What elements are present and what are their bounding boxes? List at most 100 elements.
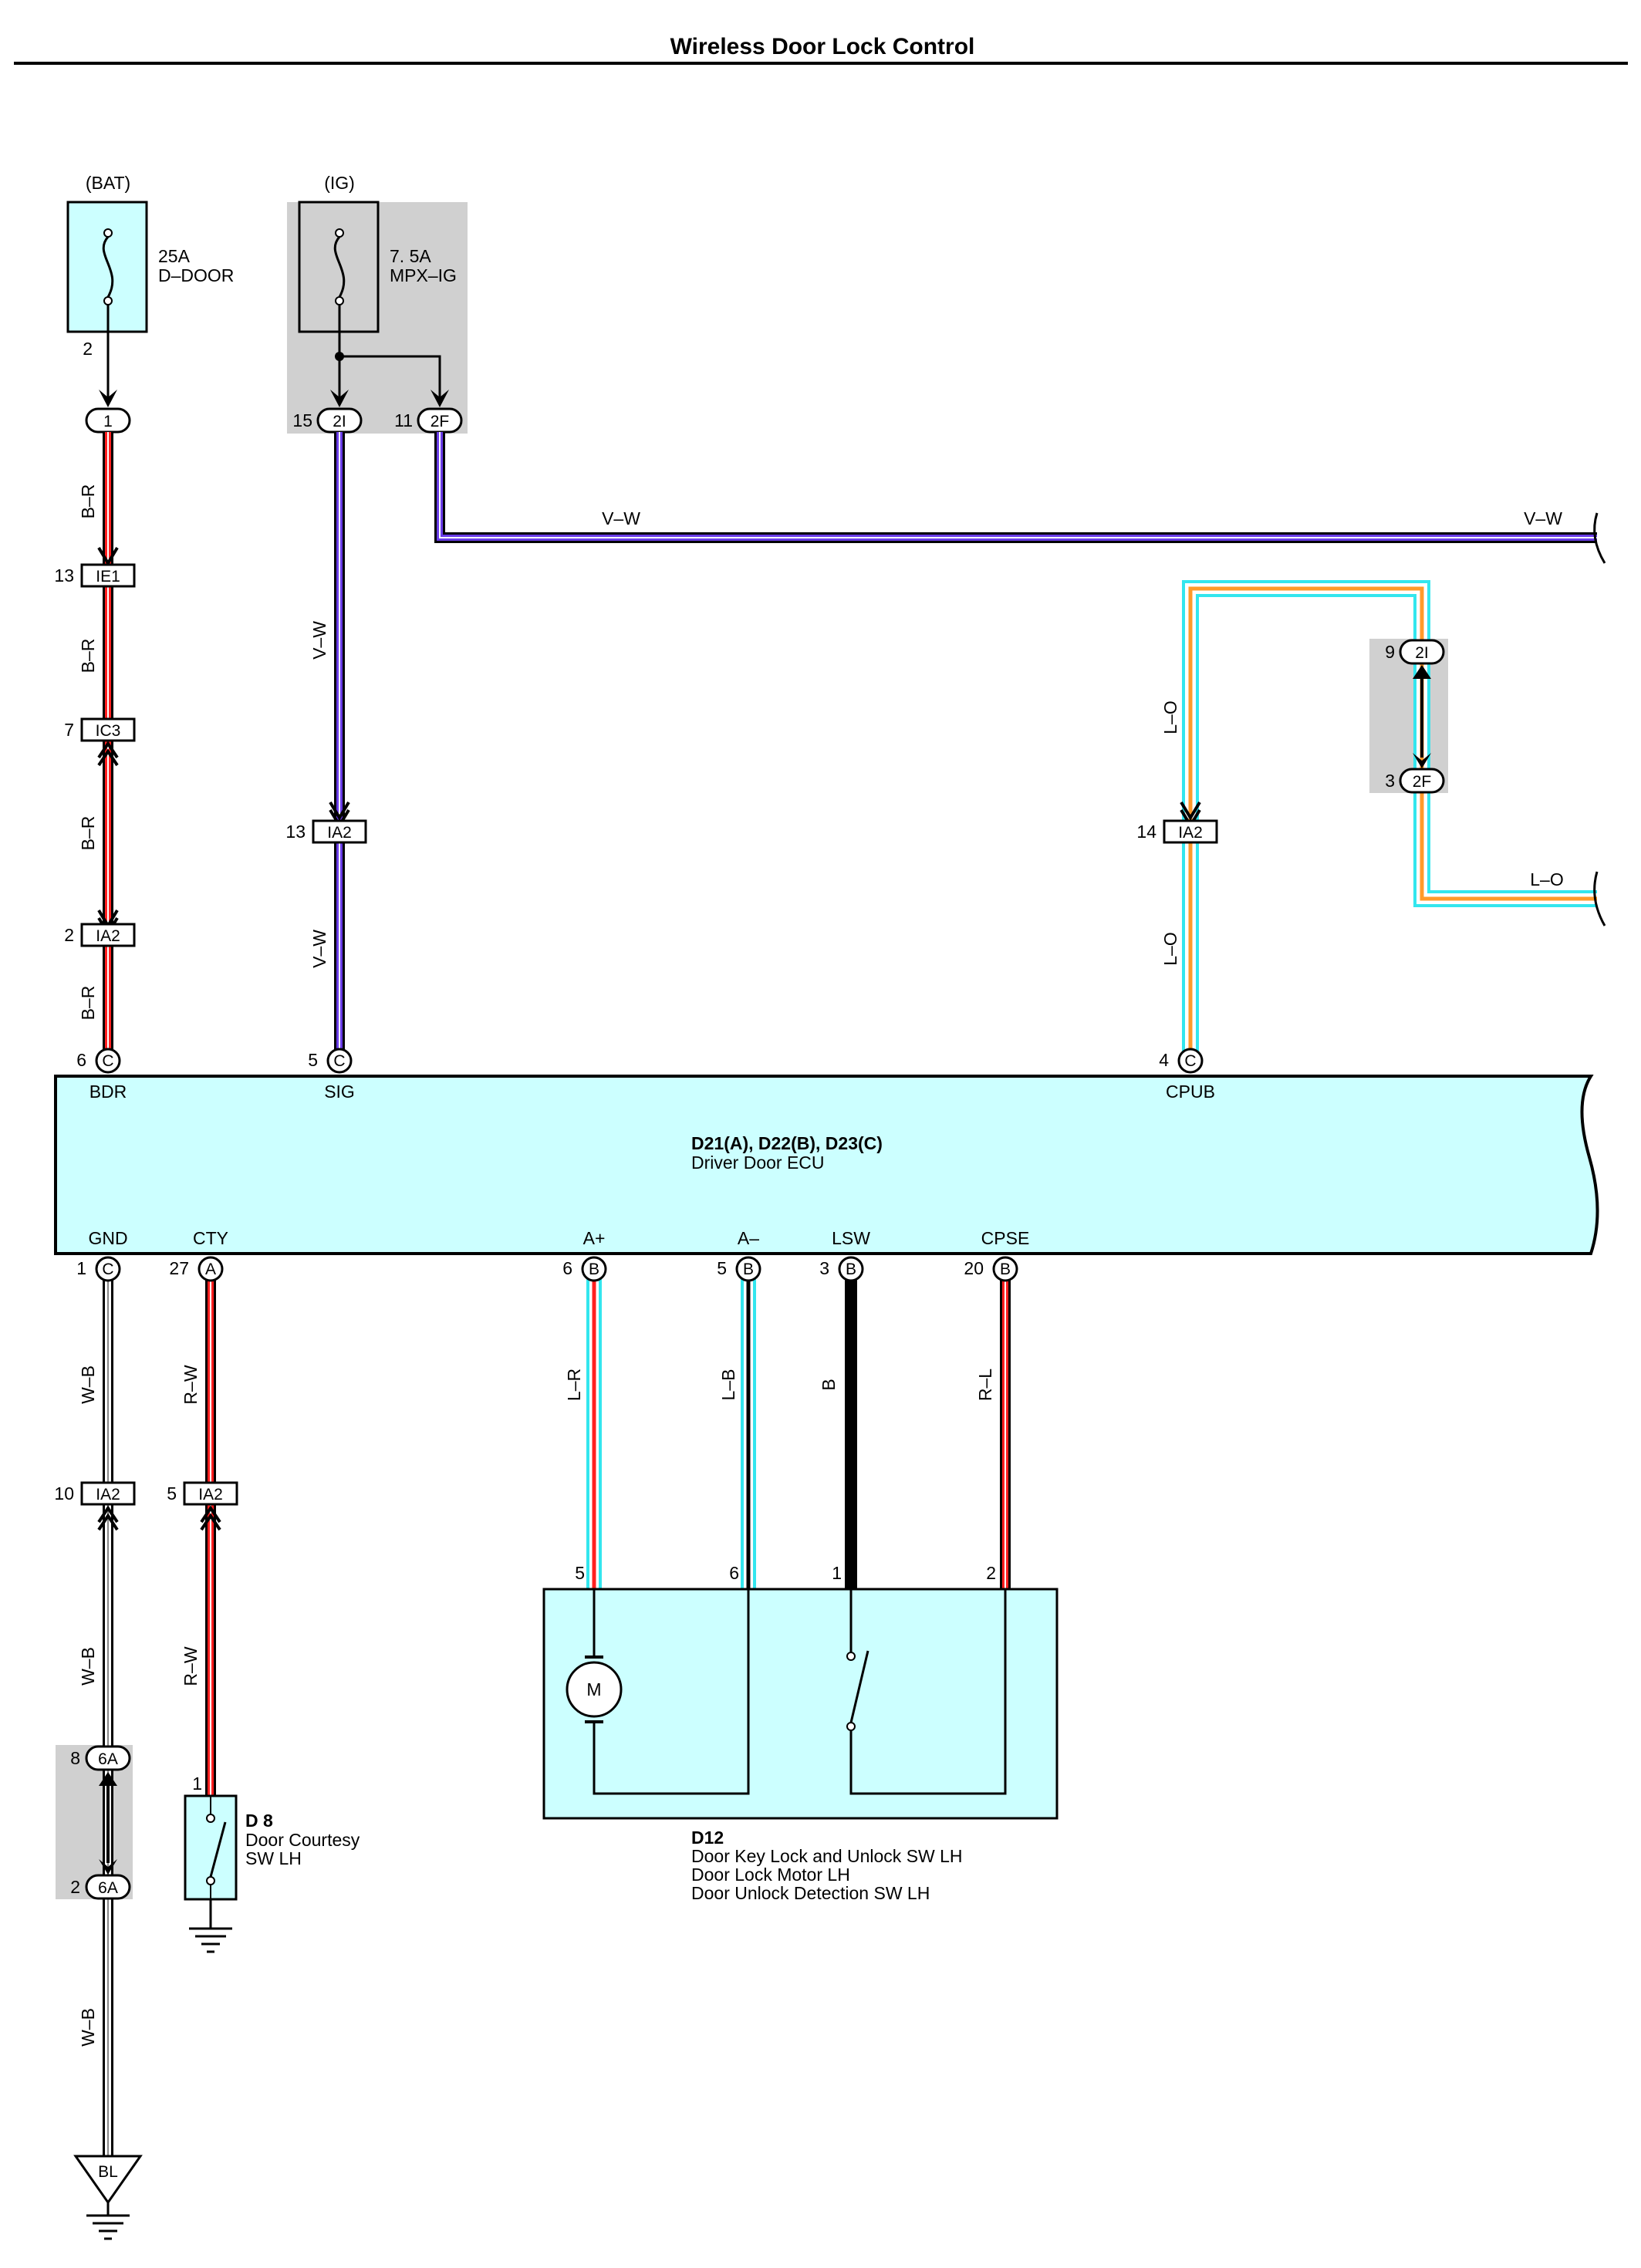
- connector-ia2-cty-pin: 5: [167, 1483, 177, 1504]
- wire-vw-right: [434, 432, 1597, 543]
- ecu-pin-sig: C 5 SIG: [308, 1048, 355, 1102]
- ecu-pin-bdr: C 6 BDR: [76, 1048, 127, 1102]
- wire-vw-sig-label-1: V–W: [309, 621, 329, 660]
- ecu-pin-cpub-conn: C: [1184, 1052, 1196, 1070]
- wire-lo-label-1: L–O: [1160, 700, 1180, 734]
- connector-2f-right: [1399, 768, 1445, 794]
- ecu-pin-cty-conn: A: [205, 1261, 216, 1278]
- ecu-pin-a-plus: A+ B 6: [562, 1228, 607, 1282]
- d8-pin: 1: [192, 1774, 202, 1794]
- connector-2f-right-pin: 3: [1385, 771, 1395, 791]
- ecu-pin-cty: CTY A 27: [169, 1228, 228, 1282]
- ecu-pin-lsw-name: LSW: [832, 1228, 870, 1248]
- connector-ia2-cpub-pin: 14: [1136, 822, 1156, 842]
- connector-6a-bottom: [85, 1874, 131, 1900]
- d8-ground-icon: [189, 1899, 232, 1953]
- connector-ia2-bdr-label: IA2: [96, 927, 120, 945]
- junction-right-down-icon: [1413, 753, 1431, 768]
- ecu-pin-lsw-num: 3: [819, 1258, 829, 1278]
- ic3-arrow-icon: [97, 741, 119, 767]
- junction-6a-up-icon: [99, 1772, 117, 1786]
- ia2-cty-arrow-icon: [200, 1505, 221, 1531]
- ecu-pin-gnd-conn: C: [102, 1261, 113, 1278]
- bat-fuse-amps: 25A: [158, 246, 191, 266]
- ecu-pin-lsw: LSW B 3: [819, 1228, 870, 1282]
- ecu-pin-cty-name: CTY: [193, 1228, 228, 1248]
- wire-vw-sig-label-2: V–W: [309, 930, 329, 968]
- ecu-pin-a-plus-num: 6: [562, 1258, 572, 1278]
- junction-right-shade: [1369, 639, 1448, 793]
- ecu-pin-bdr-num: 6: [76, 1050, 86, 1070]
- ig-source-label: (IG): [324, 173, 355, 193]
- wire-br-label-1: B–R: [78, 484, 98, 519]
- wire-lo-label-3: L–O: [1530, 869, 1563, 889]
- ecu-pin-cty-num: 27: [169, 1258, 189, 1278]
- ecu-pin-sig-conn: C: [333, 1052, 345, 1070]
- d12-pin-2: 6: [729, 1563, 739, 1583]
- connector-2i-right-label: 2I: [1415, 644, 1429, 662]
- ecu-pin-cpse-conn: B: [1000, 1261, 1011, 1278]
- connector-ia2-gnd: [80, 1481, 136, 1506]
- ig-fuse-amps: 7. 5A: [390, 246, 431, 266]
- ecu-name: Driver Door ECU: [691, 1153, 825, 1173]
- ecu-pin-a-minus-name: A–: [738, 1228, 759, 1248]
- connector-ia2-cty: [183, 1481, 238, 1506]
- wire-wb-label-3: W–B: [78, 2008, 98, 2047]
- bat-arrow-icon: [99, 390, 117, 407]
- d12-pin-3: 1: [832, 1563, 842, 1583]
- d12-motor-icon: [566, 1661, 623, 1718]
- connector-2i-top-label: 2I: [333, 413, 346, 430]
- connector-ia2-sig-pin: 13: [285, 822, 306, 842]
- ecu-pin-a-minus: A– B 5: [717, 1228, 761, 1282]
- connector-6a-bottom-pin: 2: [70, 1877, 80, 1897]
- wire-b-label: B: [819, 1379, 839, 1390]
- connector-6a-top-label: 6A: [98, 1750, 118, 1768]
- ecu-title: D21(A), D22(B), D23(C): [691, 1133, 883, 1153]
- connector-1-label: 1: [103, 413, 113, 430]
- connector-ia2-sig: [312, 819, 367, 844]
- connector-ie1-label: IE1: [96, 568, 120, 586]
- ecu-pin-sig-num: 5: [308, 1050, 318, 1070]
- connector-ia2-bdr-pin: 2: [64, 925, 74, 945]
- ecu-pin-a-minus-num: 5: [717, 1258, 727, 1278]
- connector-6a-bottom-label: 6A: [98, 1879, 118, 1897]
- d8-id: D 8: [245, 1811, 273, 1831]
- wire-lo-label-2: L–O: [1160, 932, 1180, 965]
- connector-6a-top: [85, 1745, 131, 1771]
- bat-source-label: (BAT): [86, 173, 130, 193]
- connector-ic3: [80, 717, 136, 742]
- connector-ie1-pin: 13: [54, 565, 74, 586]
- connector-6a-top-pin: 8: [70, 1748, 80, 1768]
- ground-bl-label: BL: [98, 2163, 118, 2181]
- page-title: Wireless Door Lock Control: [670, 34, 975, 59]
- connector-ia2-sig-label: IA2: [327, 824, 352, 842]
- connector-2i-top-pin: 15: [292, 410, 312, 430]
- connector-2i-right-pin: 9: [1385, 642, 1395, 662]
- bat-fuse-name: D–DOOR: [158, 265, 234, 285]
- ground-symbol-icon: [86, 2202, 130, 2240]
- d12-pin-1: 5: [575, 1563, 585, 1583]
- connector-2f-top-pin: 11: [394, 410, 413, 430]
- wire-wb-label-1: W–B: [78, 1365, 98, 1404]
- connector-ia2-bdr: [80, 923, 136, 947]
- connector-ia2-gnd-label: IA2: [96, 1486, 120, 1504]
- bat-fuse-pin: 2: [83, 339, 93, 359]
- connector-ia2-cpub: [1163, 819, 1218, 844]
- ia2-gnd-arrow-icon: [97, 1505, 119, 1531]
- junction-right-up-icon: [1413, 665, 1431, 679]
- ig-branch: [339, 355, 441, 401]
- ig-fuse-icon: [333, 228, 346, 305]
- d12-box: [542, 1588, 1059, 1820]
- d12-switch-icon: [846, 1650, 869, 1731]
- connector-ia2-gnd-pin: 10: [54, 1483, 74, 1504]
- connector-ic3-label: IC3: [96, 722, 121, 740]
- d8-switch-icon: [206, 1796, 227, 1899]
- d12-motor-label: M: [586, 1679, 601, 1699]
- ecu-pin-sig-name: SIG: [324, 1082, 355, 1102]
- ecu-pin-gnd-name: GND: [88, 1228, 127, 1248]
- connector-ie1: [80, 563, 136, 588]
- wire-br-label-4: B–R: [78, 986, 98, 1021]
- ecu-pin-a-minus-conn: B: [743, 1261, 754, 1278]
- ecu-pin-gnd: GND C 1: [76, 1228, 128, 1282]
